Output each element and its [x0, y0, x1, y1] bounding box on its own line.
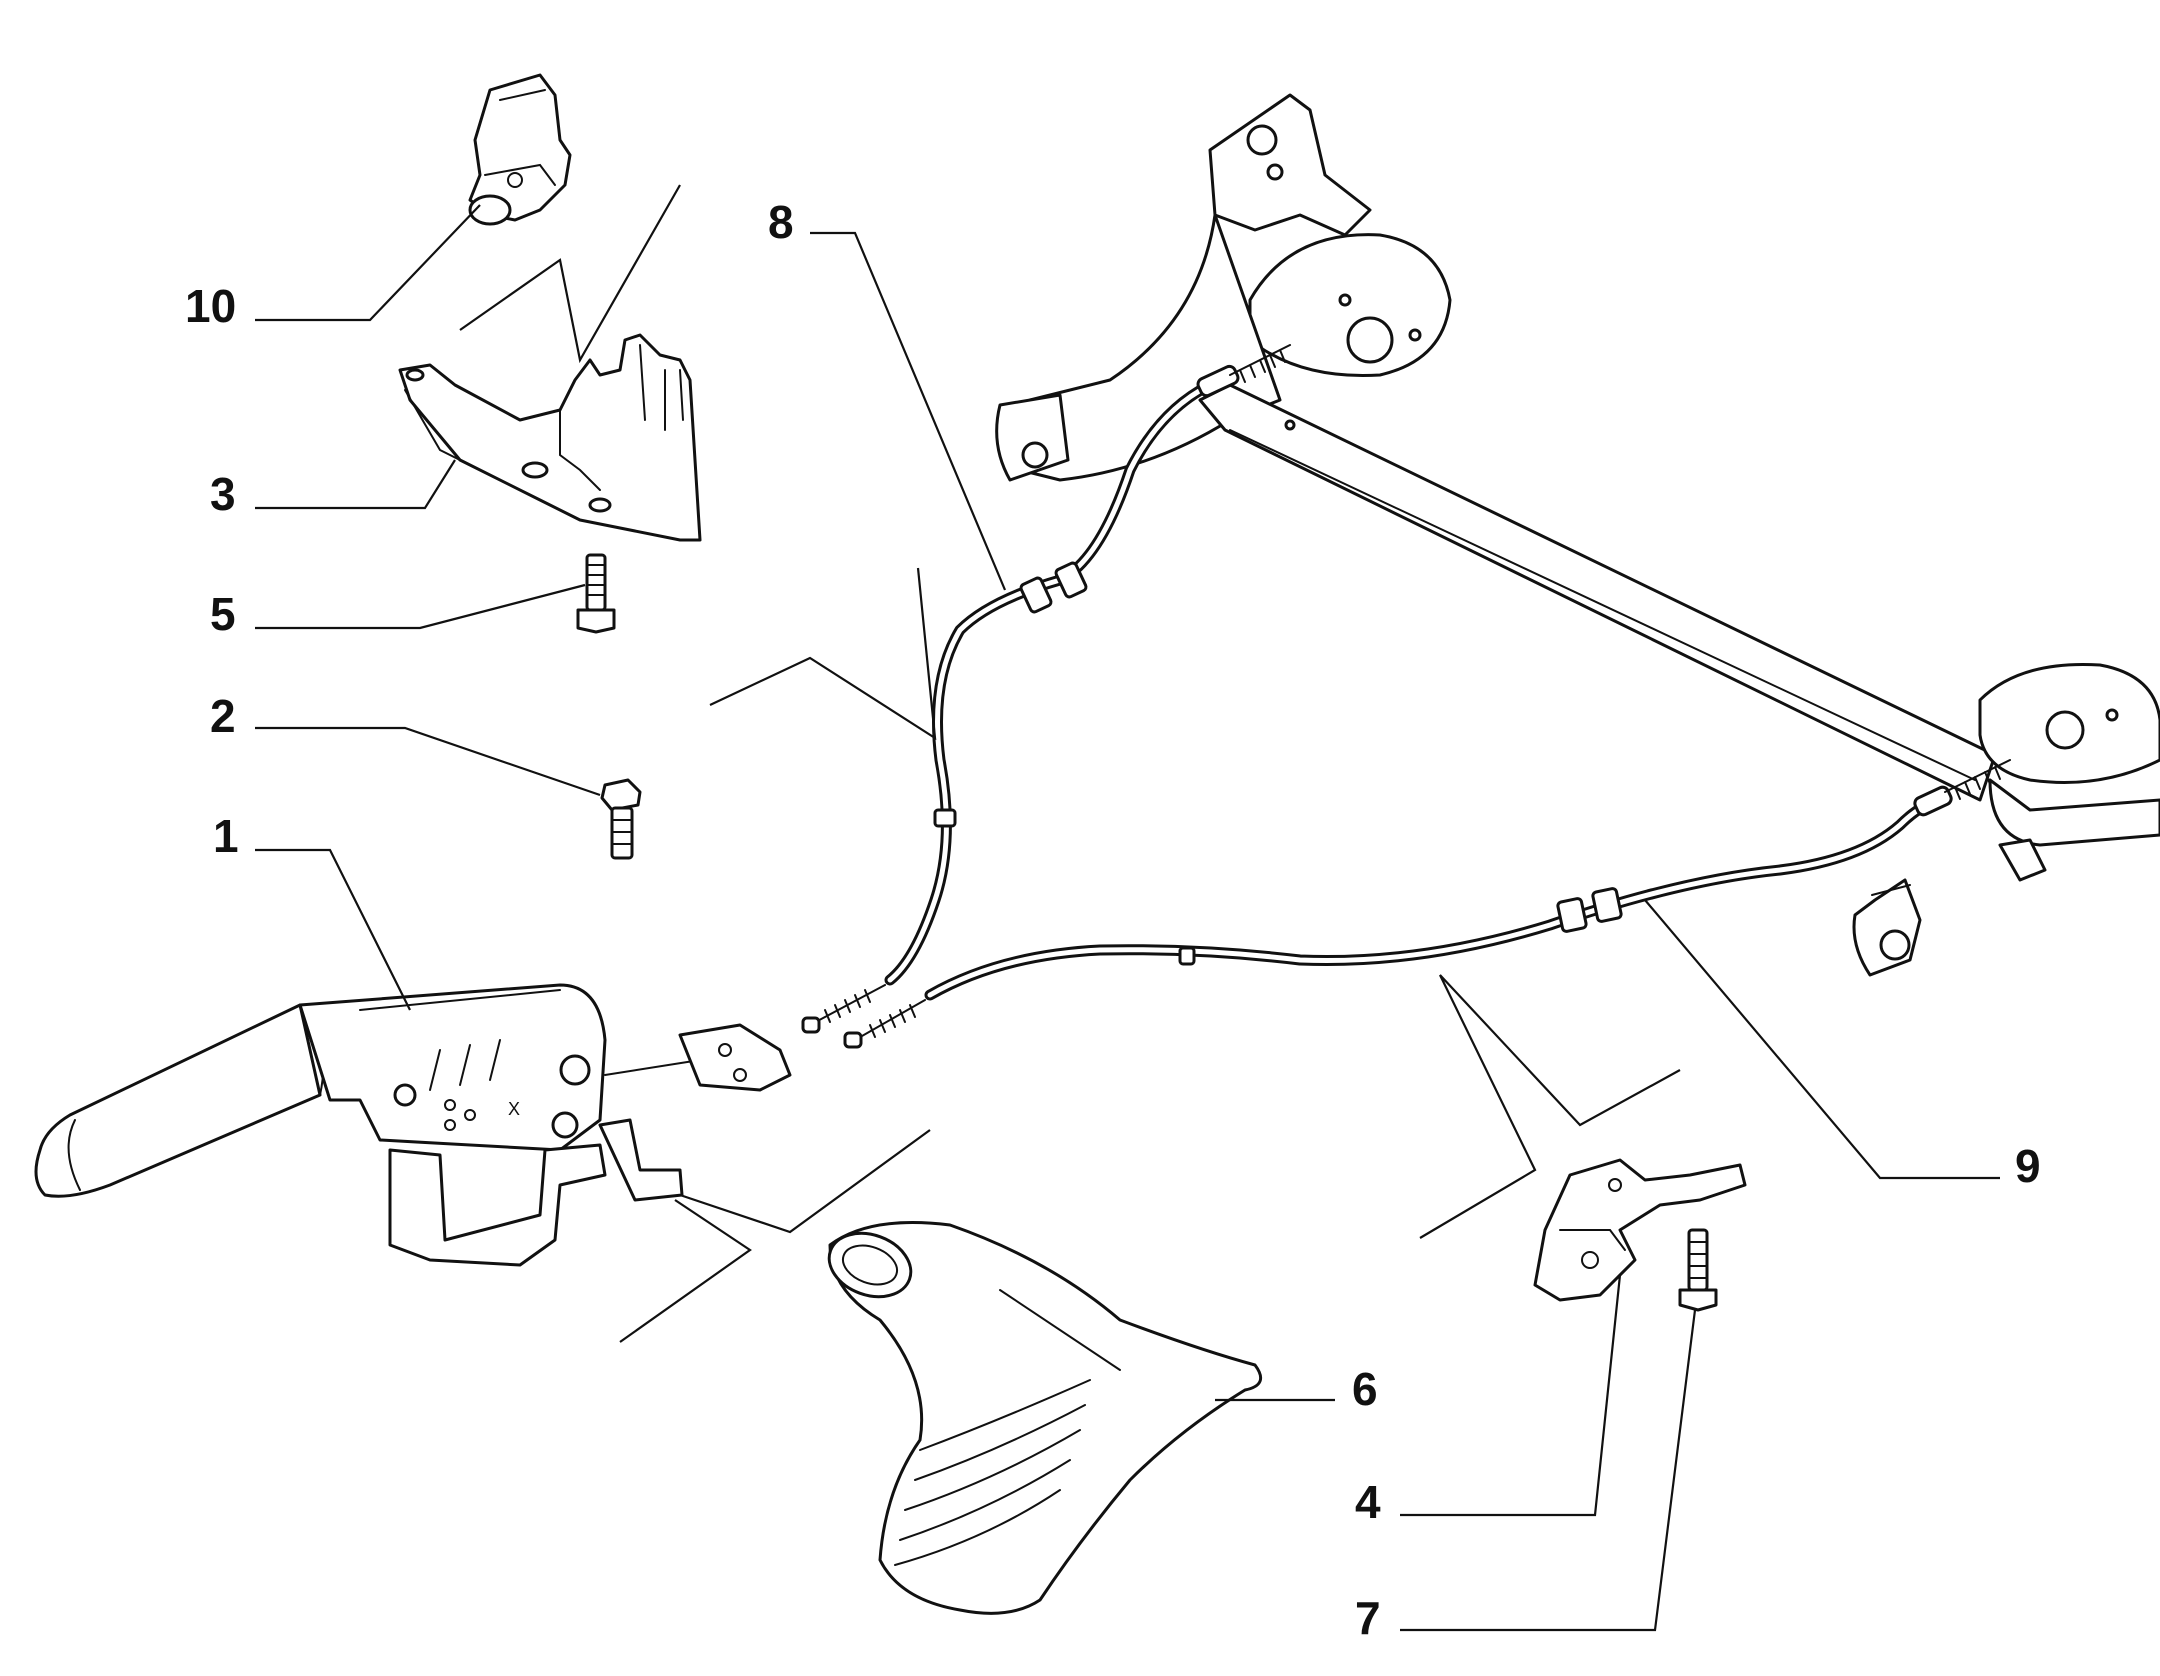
callout-numbers: 10 3 5 2 1 8 9 6 4 7 [185, 196, 2041, 1644]
rear-axle-beam [995, 93, 2160, 977]
hand-brake-lever: X [34, 983, 792, 1267]
cable-guide-bracket [1533, 1158, 1747, 1302]
bolt-5 [576, 553, 616, 634]
callout-3: 3 [210, 468, 236, 520]
right-rear-brake-cable [843, 759, 2011, 1049]
cable-clip [468, 73, 572, 226]
lever-boot-gaiter [827, 1221, 1263, 1615]
lever-x-mark: X [508, 1099, 520, 1119]
bolt-7 [1678, 1228, 1718, 1312]
callout-7: 7 [1355, 1592, 1381, 1644]
left-rear-brake-cable [801, 344, 1291, 1034]
lever-mounting-bracket [398, 333, 702, 542]
callout-1: 1 [213, 810, 239, 862]
bolt-2 [600, 778, 642, 860]
callout-6: 6 [1352, 1363, 1378, 1415]
callout-9: 9 [2015, 1140, 2041, 1192]
callout-5: 5 [210, 588, 236, 640]
callout-10: 10 [185, 280, 236, 332]
callout-8: 8 [768, 196, 794, 248]
callout-4: 4 [1355, 1476, 1381, 1528]
leader-lines [255, 184, 2000, 1632]
callout-2: 2 [210, 690, 236, 742]
